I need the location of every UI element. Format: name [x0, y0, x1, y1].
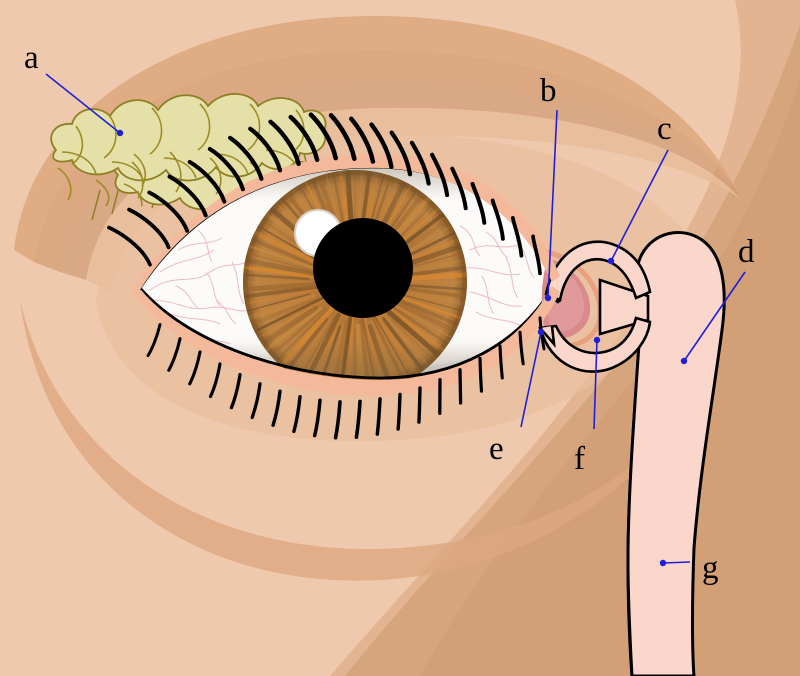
leader-dot-c: [607, 257, 615, 265]
skin-band-inner: [420, 80, 800, 676]
pupil: [313, 218, 413, 318]
leader-line-b: [547, 109, 558, 299]
eyelashes-upper: [107, 112, 542, 276]
lacrimal-drainage-system: [538, 231, 726, 676]
leader-dot-e: [537, 328, 545, 336]
eyelid-margin-lower: [133, 286, 560, 397]
label-b: b: [540, 73, 557, 109]
leader-dot-g: [659, 559, 667, 567]
leader-dot-b: [544, 294, 552, 302]
label-c: c: [657, 111, 672, 147]
leader-line-d: [683, 271, 746, 362]
label-g: g: [702, 550, 719, 586]
leader-dot-a: [116, 129, 124, 137]
eyelashes-lower: [146, 316, 546, 440]
label-a: a: [24, 40, 39, 76]
leader-line-g: [662, 561, 691, 564]
leader-dot-f: [593, 336, 601, 344]
label-e: e: [489, 431, 504, 467]
orbital-arc-outer: [14, 15, 742, 262]
lacrimal-gland: [50, 93, 327, 221]
orbital-lower-shadow: [20, 300, 700, 581]
superior-canaliculus: [544, 240, 652, 302]
leader-line-c: [610, 149, 669, 262]
leader-dot-d: [680, 357, 688, 365]
inferior-canaliculus: [538, 316, 652, 373]
leader-line-e: [520, 331, 542, 428]
leader-line-f: [593, 339, 598, 430]
label-d: d: [738, 234, 755, 270]
eyelid-margin-upper: [132, 153, 560, 292]
lacrimal-sac: [626, 231, 726, 676]
label-f: f: [574, 441, 585, 477]
label-leader-lines: [45, 73, 746, 567]
label-letters: a b c d e f g: [24, 40, 755, 586]
leader-line-a: [45, 73, 121, 134]
